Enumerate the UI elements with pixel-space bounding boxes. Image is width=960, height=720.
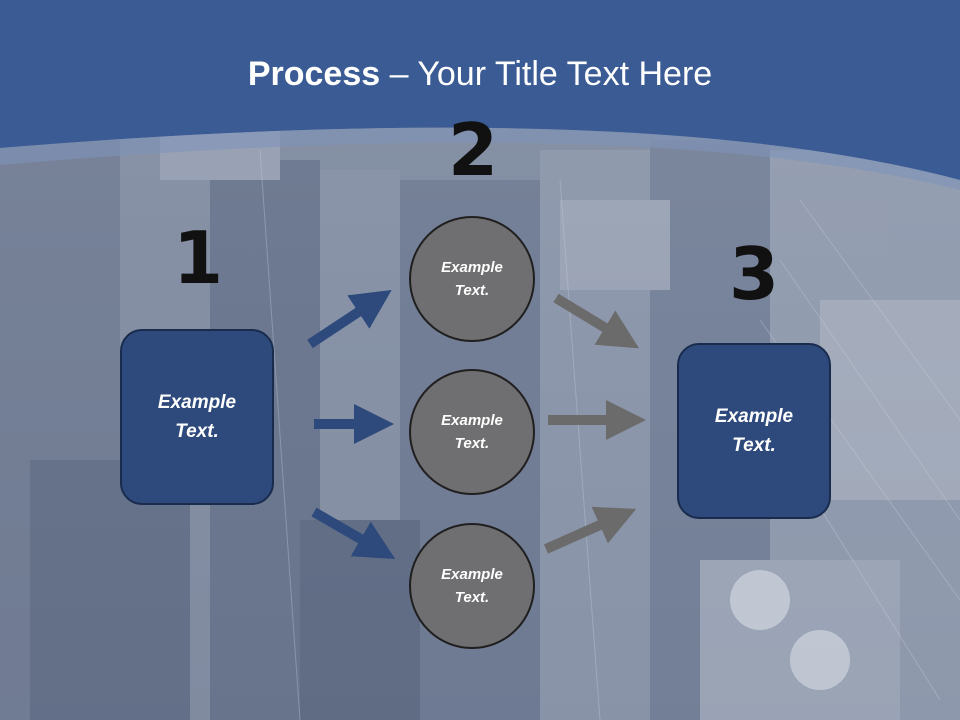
arrow-bottom-to-end [543, 506, 637, 554]
title-bold: Process [247, 55, 381, 93]
end-node: Example Text. [677, 343, 831, 519]
end-node-label: Example Text. [714, 406, 794, 456]
start-node-label: Example Text. [157, 392, 237, 442]
circle-node-bottom: Example Text. [409, 523, 535, 649]
start-node: Example Text. [120, 329, 274, 505]
circle-node-middle: Example Text. [409, 369, 535, 495]
circle-node-top: Example Text. [409, 216, 535, 342]
arrow-top-to-end [553, 293, 640, 349]
circle-node-bottom-label: Example Text. [441, 566, 503, 606]
circle-node-top-label: Example Text. [441, 259, 503, 299]
step-number-1: 1 [172, 216, 224, 300]
step-number-2: 2 [447, 108, 499, 192]
step-number-3: 3 [728, 232, 780, 316]
arrow-start-to-bottom [311, 507, 396, 560]
slide-title: Process – Your Title Text Here [0, 52, 960, 96]
arrow-start-to-top [307, 289, 392, 349]
circle-node-middle-label: Example Text. [441, 412, 503, 452]
title-rest: – Your Title Text Here [380, 55, 713, 93]
